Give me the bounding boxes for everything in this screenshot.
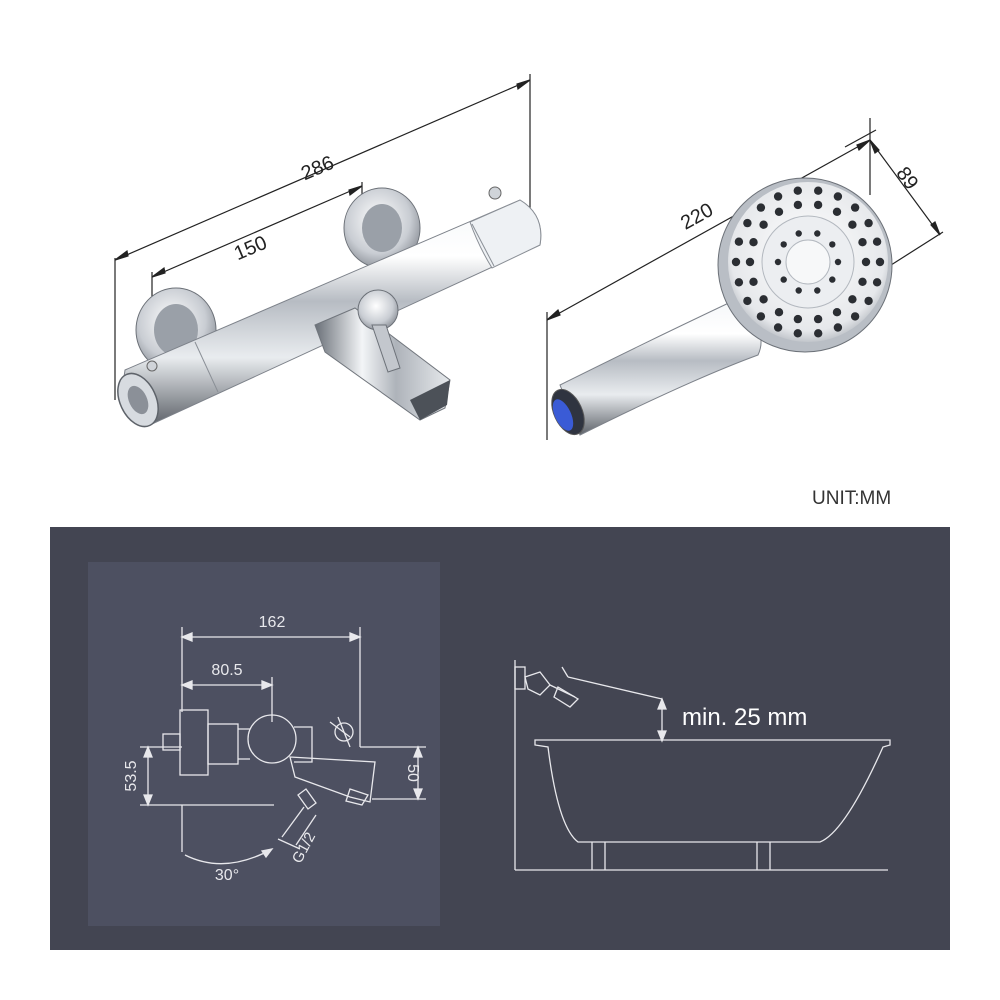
nozzle-dot xyxy=(780,241,787,248)
center-distance-label: 150 xyxy=(231,232,270,265)
nozzle-dot xyxy=(756,203,766,212)
nozzle-dot xyxy=(864,296,873,306)
depth-label: 162 xyxy=(259,614,286,631)
depth-to-center-label: 80.5 xyxy=(211,662,242,679)
nozzle-dot xyxy=(814,230,821,237)
nozzle-dot xyxy=(795,230,802,237)
nozzle-dot xyxy=(813,314,823,324)
nozzle-dot xyxy=(814,287,821,294)
nozzle-dot xyxy=(780,276,787,283)
nozzle-dot xyxy=(759,220,768,229)
nozzle-dot xyxy=(834,258,842,266)
clearance-label: min. 25 mm xyxy=(682,704,807,731)
nozzle-dot xyxy=(833,192,843,201)
side-view-panel xyxy=(88,562,440,926)
mixer-side-view-drawing xyxy=(140,627,426,865)
nozzle-dot xyxy=(774,308,784,317)
hand-shower-icon xyxy=(551,177,893,436)
head-diameter-label: 89 xyxy=(891,163,922,194)
nozzle-dot xyxy=(832,308,842,317)
nozzle-dot xyxy=(749,277,758,286)
nozzle-dot xyxy=(850,203,860,212)
nozzle-dot xyxy=(756,312,766,321)
nozzle-dot xyxy=(793,200,803,210)
nozzle-dot xyxy=(773,323,783,332)
nozzle-dot xyxy=(793,186,802,195)
nozzle-dot xyxy=(814,329,823,338)
nozzle-dot xyxy=(734,278,744,287)
technical-drawing-panel: 162 80.5 53.5 50 G1/2 30° min. 25 mm xyxy=(50,527,950,950)
nozzle-dot xyxy=(731,257,741,267)
height-right-label: 50 xyxy=(404,764,421,782)
nozzle-dot xyxy=(829,276,836,283)
nozzle-dot xyxy=(793,314,803,324)
nozzle-dot xyxy=(833,323,843,332)
nozzle-dot xyxy=(774,207,784,216)
angle-label: 30° xyxy=(215,867,239,884)
nozzle-dot xyxy=(773,192,783,201)
nozzle-dot xyxy=(861,257,871,267)
handshower-dimension-lines xyxy=(546,118,944,440)
nozzle-dot xyxy=(795,287,802,294)
nozzle-dot xyxy=(745,257,755,267)
nozzle-dot xyxy=(850,312,860,321)
nozzle-dot xyxy=(832,207,842,216)
nozzle-dot xyxy=(858,277,867,286)
height-left-label: 53.5 xyxy=(123,760,140,791)
nozzle-dot xyxy=(864,218,873,228)
thermostatic-bath-mixer-icon xyxy=(117,186,542,428)
nozzle-dot xyxy=(759,295,768,304)
valve-dimension-lines xyxy=(114,74,531,400)
nozzle-dot xyxy=(848,295,857,304)
nozzle-dot xyxy=(743,218,752,228)
nozzle-dot xyxy=(848,220,857,229)
nozzle-dot xyxy=(858,238,867,247)
nozzle-dot xyxy=(872,278,882,287)
nozzle-dot xyxy=(734,237,744,246)
nozzle-dot xyxy=(743,296,752,306)
nozzle-dot xyxy=(813,200,823,210)
nozzle-dot xyxy=(774,258,782,266)
nozzle-dot xyxy=(793,329,802,338)
nozzle-dot xyxy=(749,238,758,247)
overall-width-label: 286 xyxy=(298,152,337,185)
product-dimension-figure: 286 150 xyxy=(114,74,944,509)
nozzle-pattern xyxy=(731,186,885,338)
nozzle-dot xyxy=(829,241,836,248)
nozzle-dot xyxy=(814,186,823,195)
unit-label: UNIT:MM xyxy=(812,488,891,509)
nozzle-dot xyxy=(872,237,882,246)
nozzle-dot xyxy=(875,257,885,267)
bathtub-icon xyxy=(514,660,891,871)
